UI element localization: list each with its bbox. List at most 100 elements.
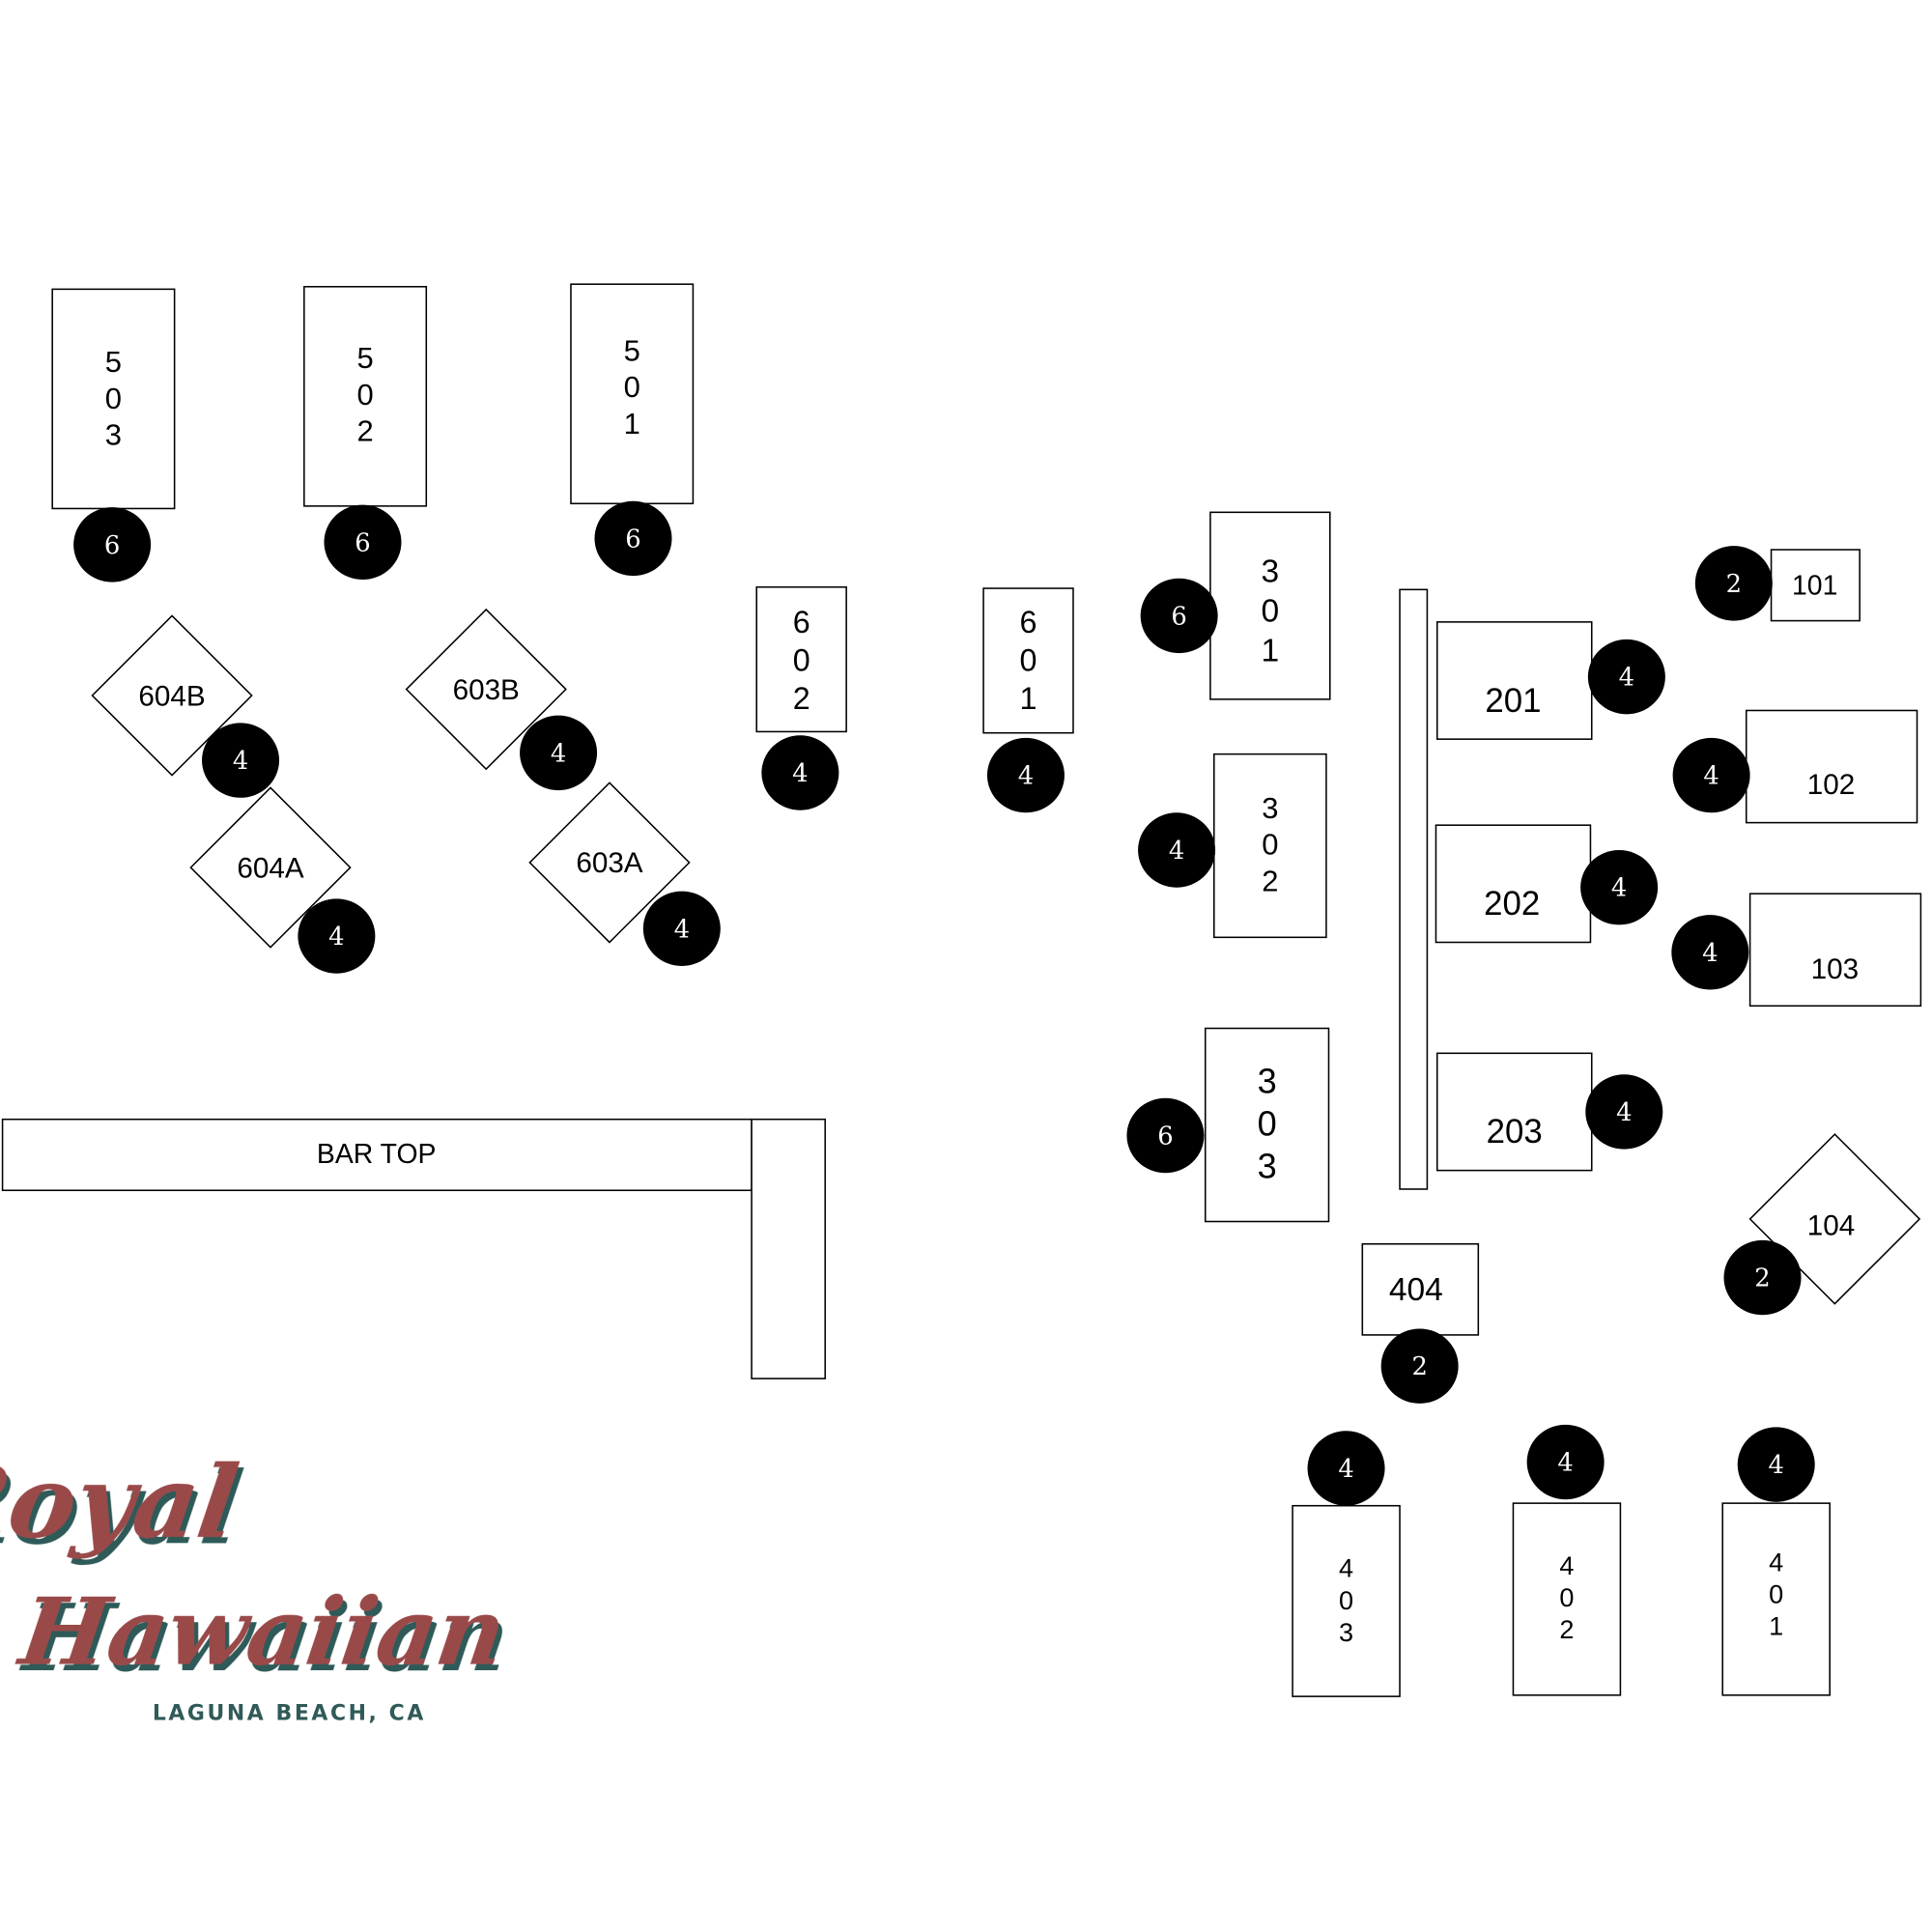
table-101[interactable]: 101 — [1770, 549, 1861, 622]
table-shape[interactable] — [1204, 1027, 1330, 1223]
seat-marker — [1138, 812, 1216, 888]
seat-count-label: 4 — [792, 759, 808, 788]
seat-count-label: 2 — [1754, 1264, 1770, 1293]
table-shape[interactable] — [1745, 709, 1918, 824]
table-shape[interactable] — [405, 608, 567, 771]
seat-marker — [1671, 915, 1749, 990]
table-shape[interactable] — [1435, 621, 1593, 740]
table-shape[interactable] — [1361, 1242, 1480, 1336]
table-label: 604A — [237, 852, 303, 884]
seat-marker — [1307, 1431, 1385, 1506]
seat-marker — [298, 898, 376, 974]
table-label: 103 — [1811, 953, 1859, 985]
seat-count-label: 4 — [1703, 762, 1719, 791]
seat-count-label: 4 — [1557, 1449, 1573, 1478]
seat-marker — [1737, 1427, 1815, 1502]
table-shape[interactable] — [303, 286, 428, 507]
table-shape[interactable] — [982, 587, 1074, 734]
seat-marker — [1723, 1239, 1802, 1316]
table-shape[interactable] — [570, 283, 695, 505]
table-202[interactable]: 202 — [1435, 824, 1592, 944]
table-label: 201 — [1485, 682, 1541, 720]
seat-marker — [1380, 1328, 1459, 1404]
bar-top-return — [751, 1118, 826, 1379]
table-102[interactable]: 102 — [1745, 709, 1918, 824]
seat-count-label: 4 — [233, 747, 248, 776]
table-label: 603A — [576, 847, 642, 879]
table-shape[interactable] — [1209, 511, 1331, 700]
table-label: 203 — [1487, 1113, 1543, 1151]
seat-count-label: 4 — [674, 915, 690, 944]
seat-marker — [324, 504, 402, 580]
table-shape[interactable] — [1748, 893, 1922, 1008]
seat-count-label: 4 — [1018, 762, 1034, 791]
divider-partition — [1399, 588, 1429, 1190]
seat-count-label: 6 — [355, 528, 370, 557]
table-shape[interactable] — [1721, 1502, 1831, 1696]
table-404[interactable]: 404 — [1361, 1242, 1480, 1336]
seat-count-303: 6 — [1126, 1097, 1205, 1174]
table-shape[interactable] — [1435, 1052, 1593, 1172]
seat-count-label: 4 — [1616, 1098, 1632, 1127]
table-shape[interactable] — [51, 288, 176, 510]
table-label: 404 — [1389, 1272, 1443, 1308]
seat-marker — [1587, 639, 1665, 715]
table-shape[interactable] — [1512, 1502, 1622, 1696]
seat-count-603B: 4 — [520, 715, 598, 791]
table-shape[interactable] — [1292, 1504, 1401, 1697]
bar-top-label: BAR TOP — [317, 1139, 437, 1170]
table-203[interactable]: 203 — [1435, 1052, 1593, 1172]
seat-marker — [202, 723, 280, 798]
seat-marker — [594, 500, 672, 577]
seat-count-202: 4 — [1580, 850, 1659, 925]
table-shape[interactable] — [1435, 824, 1592, 944]
seat-count-label: 4 — [1338, 1455, 1353, 1484]
seat-count-label: 4 — [1768, 1451, 1783, 1480]
logo-line1: Royal — [0, 1444, 244, 1560]
table-shape[interactable] — [755, 585, 847, 733]
seat-count-302: 4 — [1138, 812, 1216, 888]
seat-count-101: 2 — [1694, 546, 1773, 621]
table-label: 202 — [1484, 885, 1540, 923]
table-shape[interactable] — [189, 786, 352, 949]
seat-count-label: 4 — [1169, 837, 1184, 866]
seat-count-label: 6 — [1157, 1122, 1173, 1151]
seat-count-label: 4 — [1611, 874, 1627, 903]
seat-count-401: 4 — [1737, 1427, 1815, 1502]
seat-marker — [1580, 850, 1659, 925]
seat-count-201: 4 — [1587, 639, 1665, 715]
table-label: 104 — [1807, 1210, 1855, 1242]
table-103[interactable]: 103 — [1748, 893, 1922, 1008]
seat-marker — [73, 507, 152, 582]
seat-marker — [761, 735, 839, 810]
seat-count-label: 4 — [1619, 664, 1634, 693]
seat-marker — [1526, 1424, 1605, 1500]
seat-count-label: 6 — [1171, 602, 1186, 631]
seat-count-label: 4 — [328, 923, 344, 952]
seat-count-601: 4 — [986, 737, 1065, 813]
seat-count-602: 4 — [761, 735, 839, 810]
table-603A[interactable]: 603A — [528, 781, 691, 944]
table-603B[interactable]: 603B — [405, 608, 567, 771]
seat-count-label: 4 — [551, 739, 566, 768]
table-604A[interactable]: 604A — [189, 786, 352, 949]
seat-count-label: 4 — [1702, 939, 1718, 968]
table-label: 603B — [453, 674, 520, 706]
table-201[interactable]: 201 — [1435, 621, 1593, 740]
table-shape[interactable] — [528, 781, 691, 944]
